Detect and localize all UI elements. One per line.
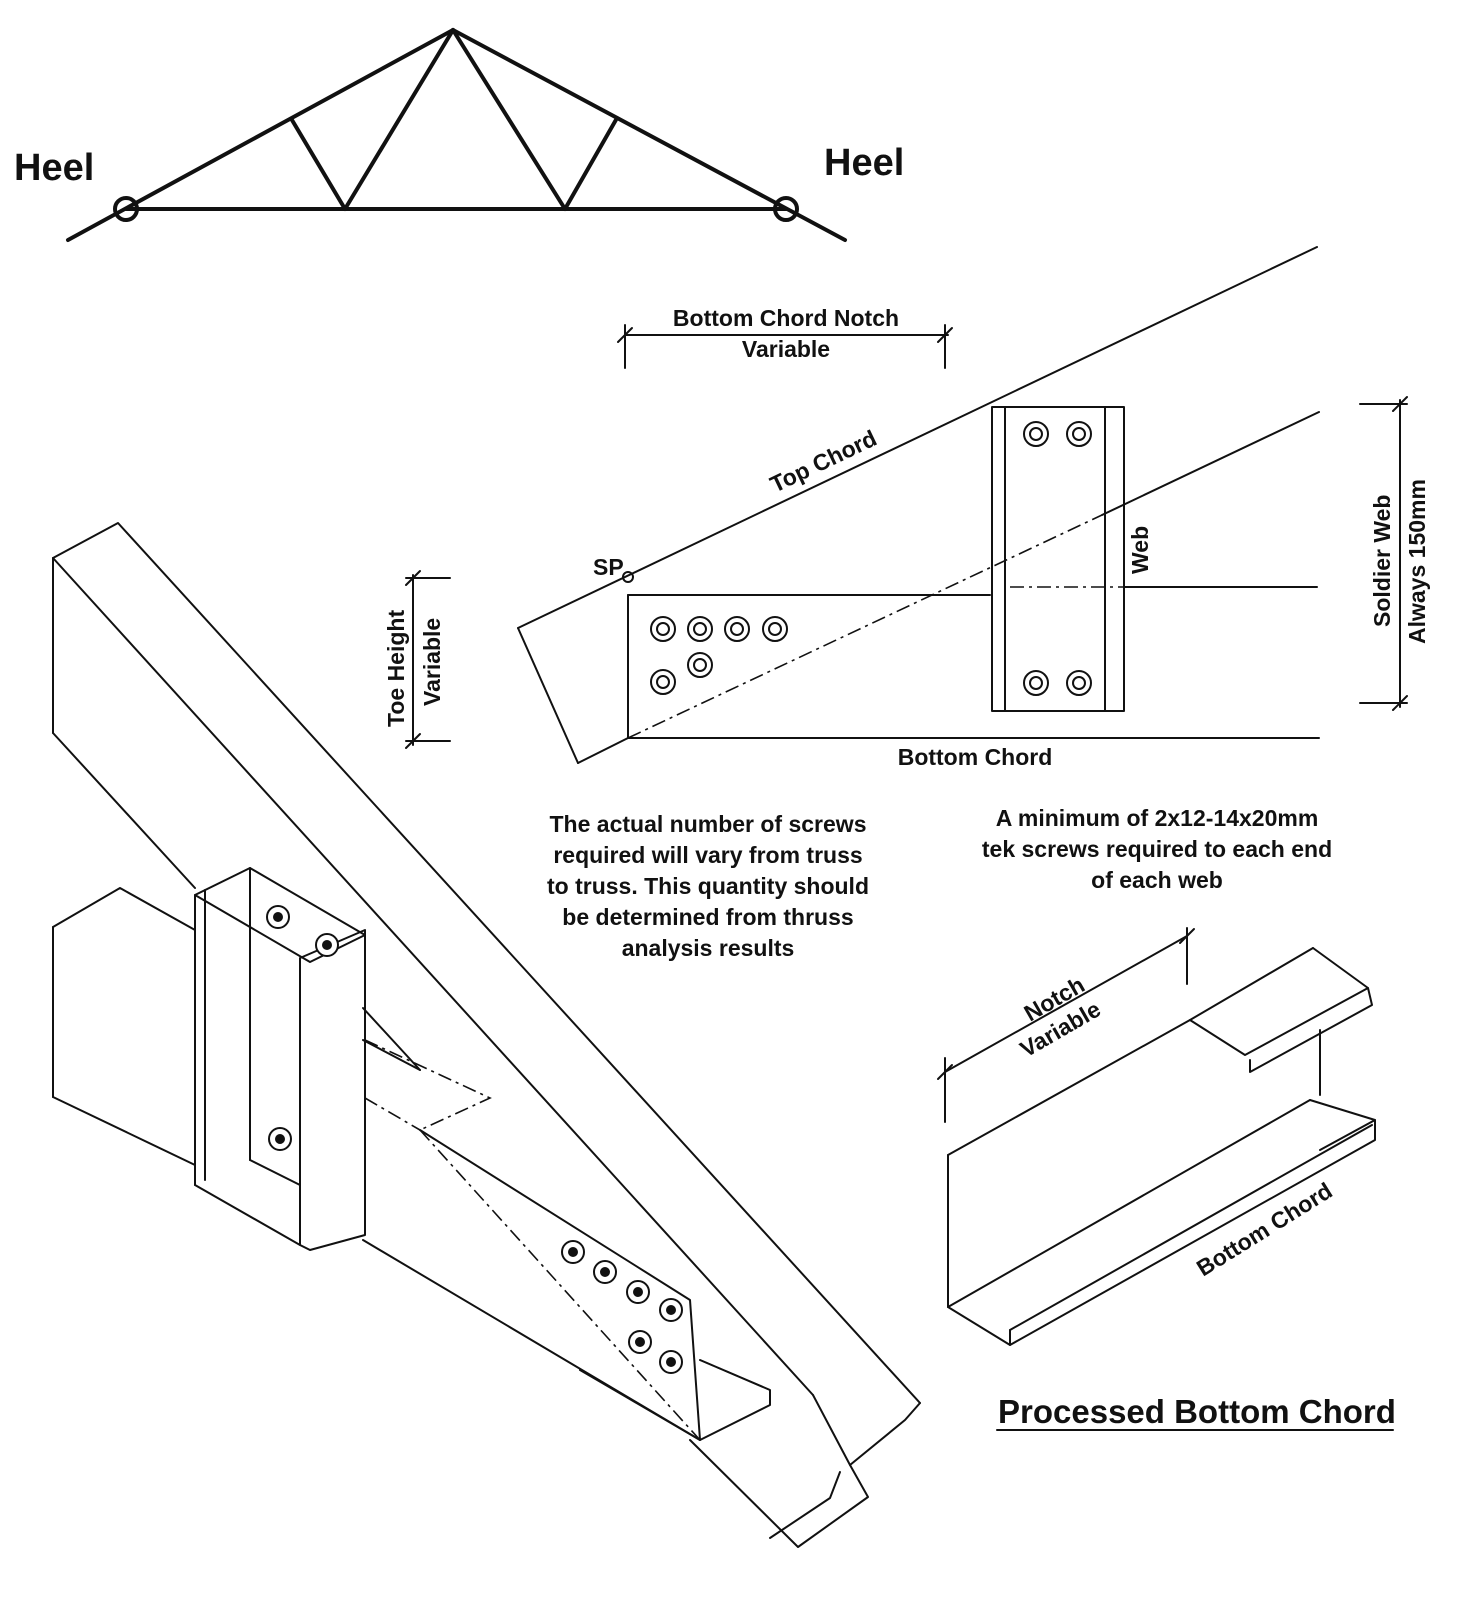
truss-right-top-chord xyxy=(451,28,847,242)
isometric-heel xyxy=(52,522,921,1548)
pbc-web-bottom-edge xyxy=(947,1099,1311,1308)
iso-gusset-plate xyxy=(419,1129,701,1441)
bottom-chord-label: Bottom Chord xyxy=(898,744,1053,770)
tek-note-line-2: tek screws required to each end xyxy=(982,836,1332,862)
soldier-web-dimension-label: Always 150mm xyxy=(1404,479,1430,644)
truss-overview: Heel Heel xyxy=(14,28,904,242)
web-screws xyxy=(1023,421,1092,696)
pbc-title: Processed Bottom Chord xyxy=(998,1393,1396,1430)
heel-marker-left xyxy=(113,196,139,222)
iso-top-chord-edge xyxy=(52,557,814,1396)
web-label: Web xyxy=(1127,526,1153,574)
top-chord-upper-line xyxy=(517,246,1318,629)
heel-label-right: Heel xyxy=(824,142,904,184)
screws-note-line-5: analysis results xyxy=(622,935,795,961)
truss-web-4 xyxy=(563,116,619,211)
soldier-web-outer xyxy=(991,406,1125,712)
screws-note-line-3: to truss. This quantity should xyxy=(547,873,869,899)
top-chord-lower-line-right xyxy=(1101,411,1320,516)
screws-note-line-1: The actual number of screws xyxy=(550,811,867,837)
heel-elevation: Bottom Chord Notch Variable Top Chord SP… xyxy=(383,246,1430,770)
notes: The actual number of screws required wil… xyxy=(547,805,1332,961)
pbc-web-top-edge xyxy=(947,1019,1191,1156)
pbc-bottom-flange xyxy=(947,1119,1376,1346)
screws-note-line-4: be determined from thruss xyxy=(562,904,853,930)
chord-centerline xyxy=(627,514,1103,739)
heel-end-line xyxy=(517,627,579,764)
screws-note-line-2: required will vary from truss xyxy=(553,842,862,868)
soldier-web-label: Soldier Web xyxy=(1369,495,1395,628)
truss-web-3 xyxy=(451,28,567,211)
heel-label-left: Heel xyxy=(14,147,94,189)
pbc-top-flange xyxy=(1189,987,1373,1073)
iso-top-chord-top xyxy=(52,522,921,1404)
top-chord-label: Top Chord xyxy=(766,425,881,498)
tek-note-line-3: of each web xyxy=(1091,867,1223,893)
iso-gusset-screws xyxy=(561,1240,683,1374)
toe-variable-label: Variable xyxy=(419,618,445,706)
iso-web-screws xyxy=(266,905,339,1151)
sp-point xyxy=(622,571,634,583)
iso-bottom-chord-top xyxy=(52,887,196,931)
sp-label: SP xyxy=(593,554,624,580)
processed-bottom-chord: Notch Variable Bottom Chord Processed Bo… xyxy=(937,927,1396,1431)
truss-web-2 xyxy=(343,28,455,211)
notch-label: Bottom Chord Notch xyxy=(673,305,899,331)
heel-marker-right xyxy=(773,196,799,222)
truss-left-top-chord xyxy=(66,28,455,242)
toe-height-label: Toe Height xyxy=(383,610,409,727)
pbc-bottom-chord-label: Bottom Chord xyxy=(1192,1177,1337,1281)
pbc-notch-dimension-line xyxy=(944,935,1188,1073)
truss-web-1 xyxy=(290,118,347,211)
tek-note-line-1: A minimum of 2x12-14x20mm xyxy=(996,805,1319,831)
iso-web-flange xyxy=(299,929,366,1251)
iso-top-chord-lip xyxy=(689,1402,921,1548)
notch-variable-label: Variable xyxy=(742,336,830,362)
gusset-screws xyxy=(650,616,788,695)
